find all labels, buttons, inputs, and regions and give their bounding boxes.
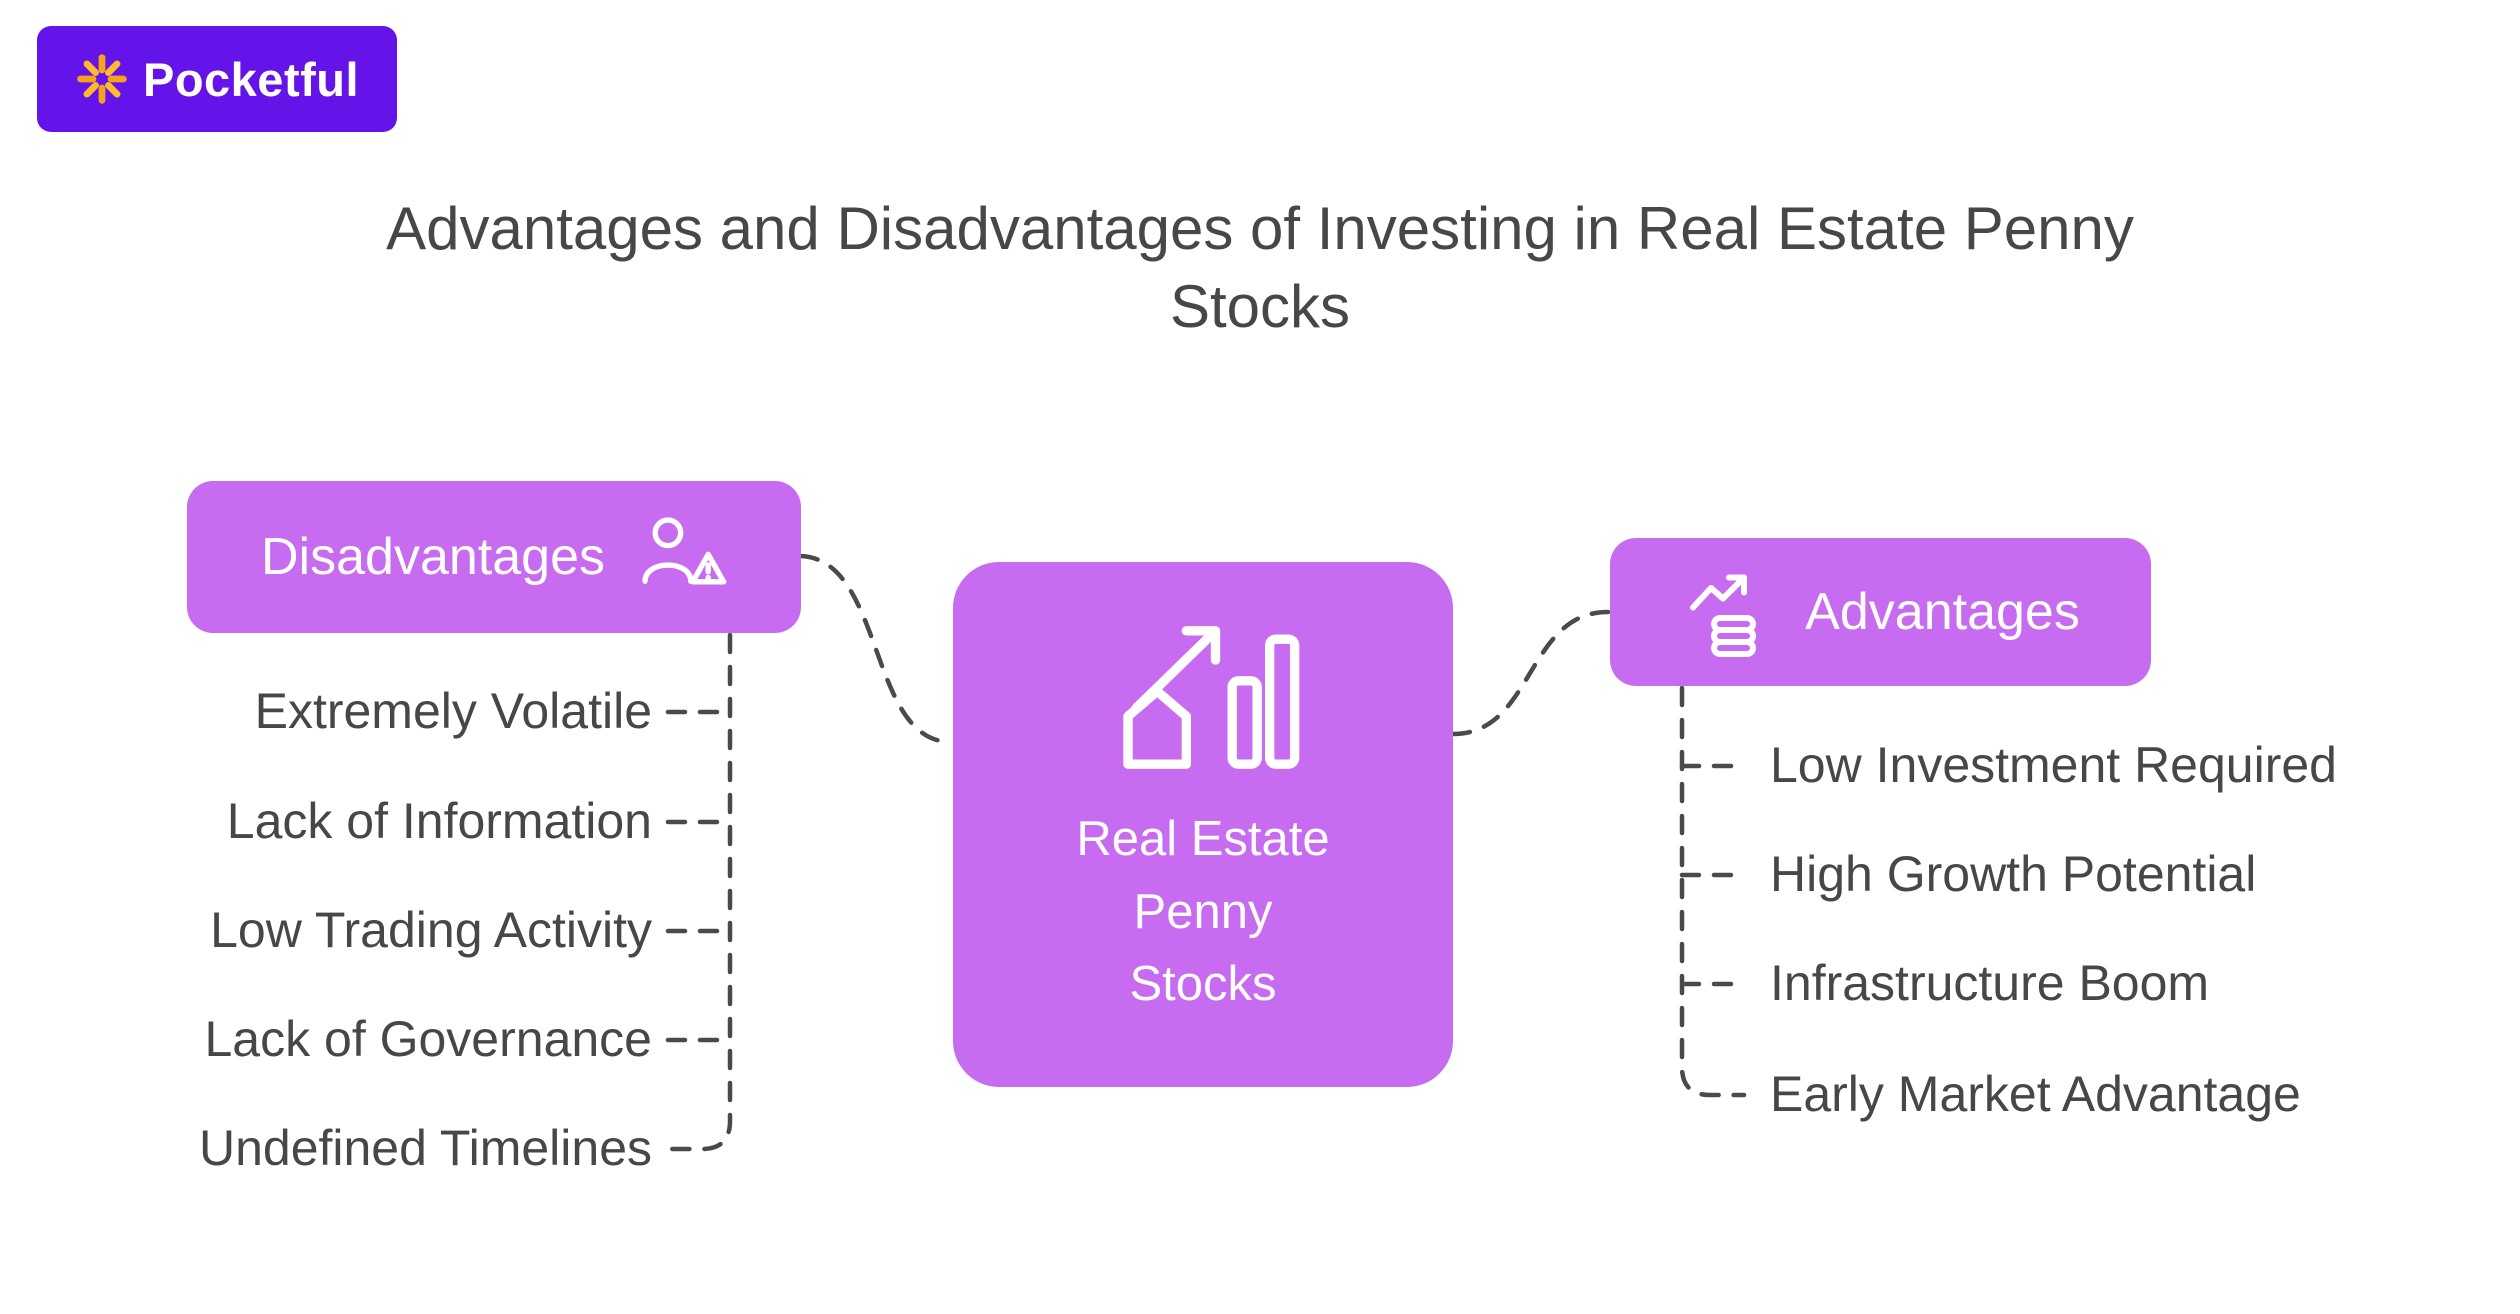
advantages-label: Advantages — [1805, 583, 2080, 641]
disadvantage-item: Undefined Timelines — [198, 1120, 652, 1176]
advantage-item: High Growth Potential — [1770, 846, 2257, 902]
center-node-label: Real Estate Penny Stocks — [1076, 803, 1329, 1021]
person-warning-icon — [642, 517, 727, 585]
brand-name: Pocketful — [142, 52, 360, 106]
center-label-line-1: Real Estate — [1076, 812, 1330, 866]
starburst-flower-icon — [77, 54, 127, 104]
disadvantages-label: Disadvantages — [261, 528, 605, 586]
disadvantage-item: Lack of Governance — [204, 1011, 653, 1067]
connector-advantages-trunk — [1679, 685, 1747, 1098]
connector-center-to-disadvantages — [798, 553, 954, 745]
advantage-item: Low Investment Required — [1770, 737, 2337, 793]
disadvantage-item: Low Trading Activity — [210, 902, 652, 958]
center-label-line-2: Penny — [1133, 884, 1273, 939]
advantages-node: Advantages — [1610, 538, 2151, 686]
disadvantage-item: Extremely Volatile — [254, 683, 652, 739]
center-node: Real Estate Penny Stocks — [953, 562, 1453, 1087]
center-label-line-3: Stocks — [1129, 957, 1277, 1012]
pocketful-logo: Pocketful — [37, 26, 397, 132]
advantage-item: Infrastructure Boom — [1770, 955, 2210, 1011]
page-title: Advantages and Disadvantages of Investin… — [386, 195, 2134, 341]
advantage-item: Early Market Advantage — [1770, 1066, 2301, 1122]
connector-disadvantages-trunk — [665, 632, 733, 1152]
connector-center-to-advantages — [1450, 609, 1611, 737]
disadvantage-item: Lack of Information — [226, 793, 652, 849]
coins-growth-arrow-icon — [1690, 574, 1757, 657]
disadvantages-node: Disadvantages — [187, 481, 801, 633]
house-growth-chart-icon — [1123, 626, 1300, 769]
